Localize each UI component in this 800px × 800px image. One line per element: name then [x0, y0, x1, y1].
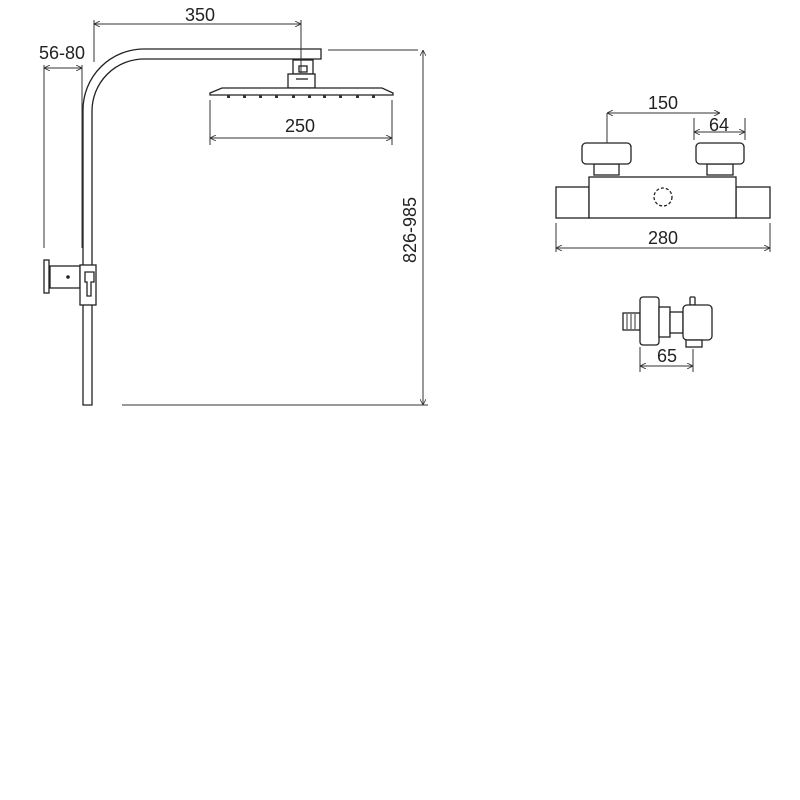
- dim-wall-distance: 56-80: [39, 43, 85, 63]
- mixer-center-mark: [653, 187, 673, 207]
- slider-clamp: [79, 264, 97, 306]
- left-handle-neck: [593, 163, 620, 176]
- wall-plate: [43, 259, 50, 294]
- connector-collar: [658, 306, 671, 338]
- dim-handle-width: 64: [709, 115, 729, 135]
- dim-height: 826-985: [400, 197, 420, 263]
- dim-body-length: 280: [648, 228, 678, 248]
- thermostatic-mixer: 150 64 280: [555, 93, 771, 252]
- mixer-end-left: [555, 186, 590, 219]
- connector-neck: [669, 311, 684, 334]
- shower-column: 350 56-80 250 826-985: [39, 5, 428, 406]
- connector-pin: [689, 296, 696, 306]
- right-handle-neck: [706, 163, 734, 176]
- right-handle: [695, 142, 745, 165]
- connector-flange: [639, 296, 660, 346]
- connector-nut: [298, 65, 308, 73]
- head-joint: [287, 73, 316, 89]
- mixer-end-right: [735, 186, 771, 219]
- nozzles: [227, 95, 375, 98]
- connector-outlet: [685, 339, 703, 348]
- dim-arm-reach: 350: [185, 5, 215, 25]
- wall-bracket: [49, 265, 81, 289]
- dim-connector-depth: 65: [657, 346, 677, 366]
- wall-connector: 65: [622, 296, 713, 372]
- dim-handle-spacing: 150: [648, 93, 678, 113]
- mixer-body: [588, 176, 737, 219]
- shower-head: [209, 87, 394, 96]
- dim-head-width: 250: [285, 116, 315, 136]
- riser-pipe: [82, 48, 322, 406]
- connector-body: [682, 304, 713, 341]
- left-handle: [581, 142, 632, 165]
